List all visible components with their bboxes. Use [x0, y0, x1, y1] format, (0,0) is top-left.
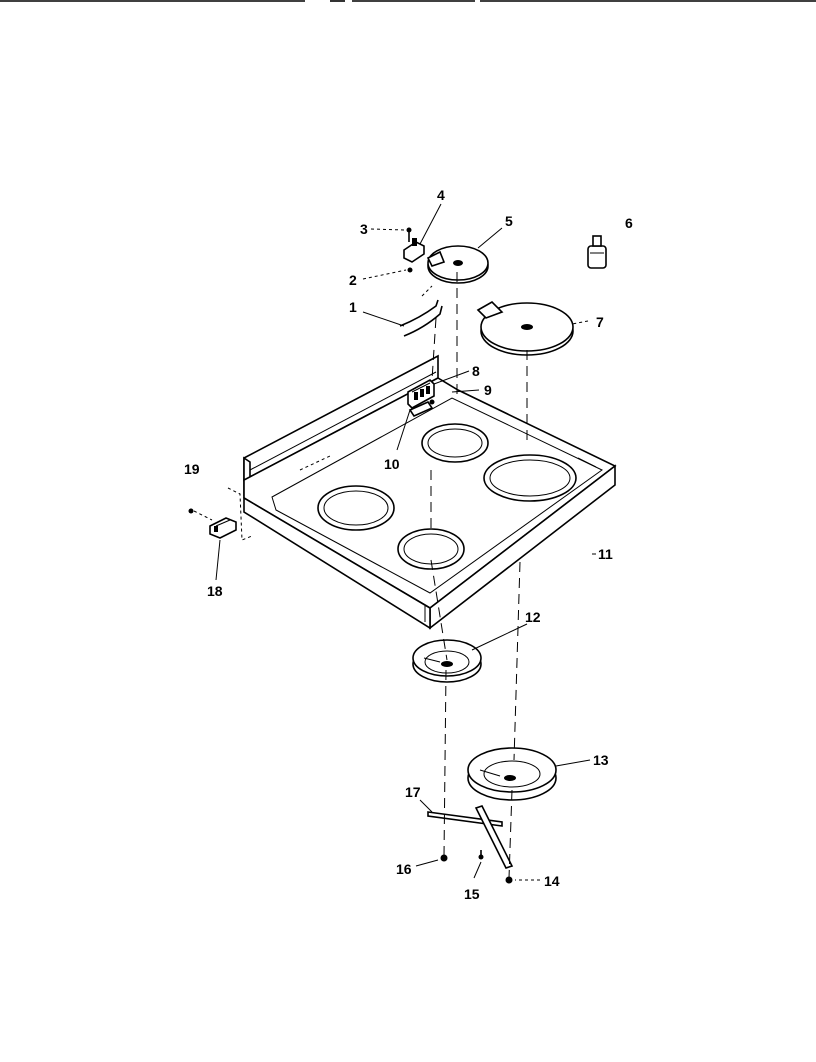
support-bracket	[427, 805, 514, 884]
callout-11: 11	[598, 546, 613, 562]
callout-15: 15	[464, 886, 480, 902]
callout-17: 17	[405, 784, 421, 800]
small-surface-element	[426, 245, 489, 284]
terminal-block	[407, 379, 435, 418]
callout-2: 2	[349, 272, 357, 288]
callout-7: 7	[596, 314, 604, 330]
callout-14: 14	[544, 873, 560, 889]
alignment-lines	[430, 272, 528, 879]
callout-4: 4	[437, 187, 445, 203]
burner-openings	[317, 423, 577, 570]
callout-19: 19	[184, 461, 200, 477]
callout-12: 12	[525, 609, 541, 625]
small-drip-bowl	[412, 639, 482, 683]
side-bracket	[188, 487, 253, 541]
wire-harness	[399, 285, 443, 337]
callout-10: 10	[384, 456, 400, 472]
callout-leaders	[215, 203, 596, 881]
callout-8: 8	[472, 363, 480, 379]
callout-6: 6	[625, 215, 633, 231]
callout-3: 3	[360, 221, 368, 237]
callout-9: 9	[484, 382, 492, 398]
callout-13: 13	[593, 752, 609, 768]
callout-labels: 1 2 3 4 5 6 7 8 9 10 11 12 13 14 15 16 1…	[184, 187, 633, 902]
callout-16: 16	[396, 861, 412, 877]
element-receptacle	[403, 227, 425, 273]
callout-5: 5	[505, 213, 513, 229]
callout-18: 18	[207, 583, 223, 599]
cleaner-bottle-icon	[587, 235, 607, 269]
cooktop-main-top	[243, 354, 617, 630]
large-surface-element	[476, 301, 574, 356]
large-drip-bowl	[467, 747, 557, 801]
callout-1: 1	[349, 299, 357, 315]
